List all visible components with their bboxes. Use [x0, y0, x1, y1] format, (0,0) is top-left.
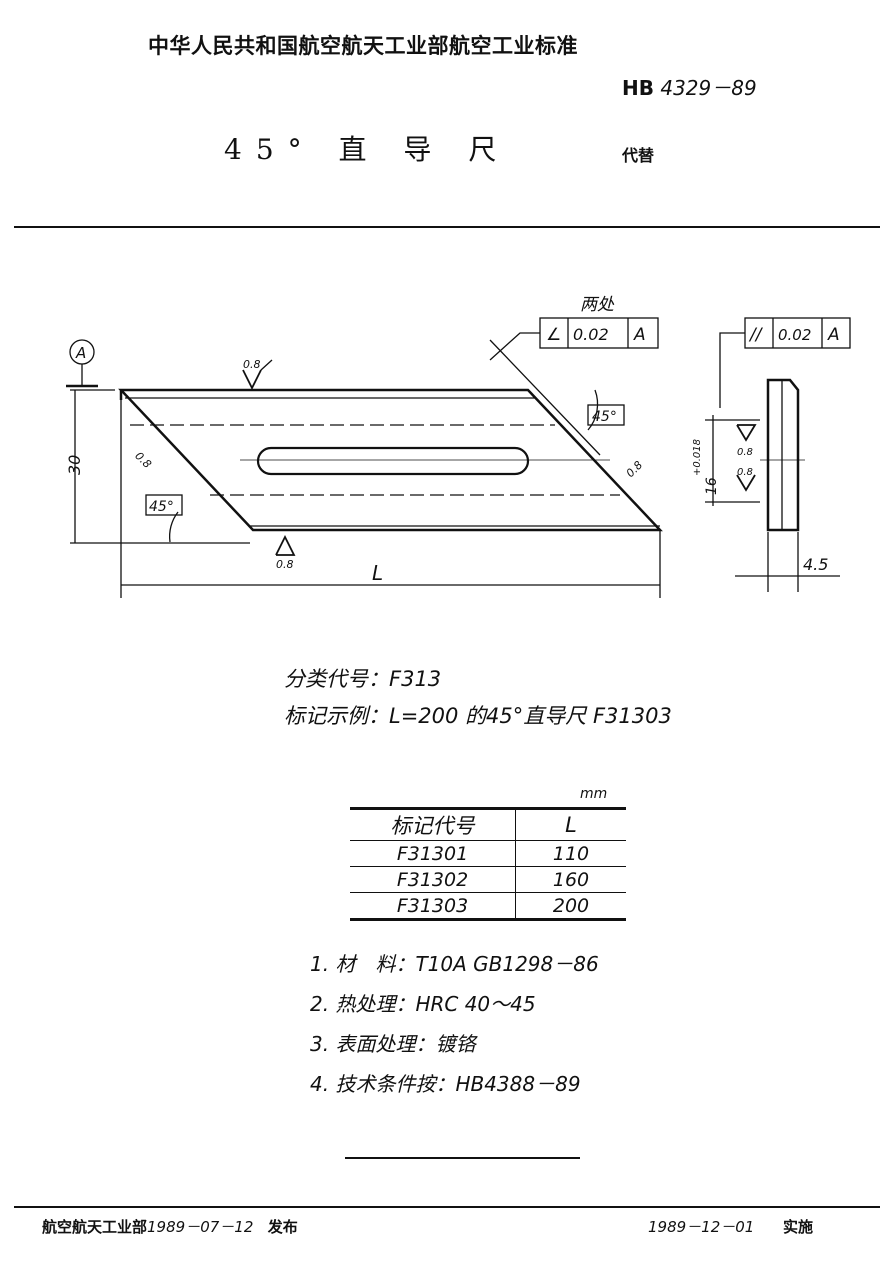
replaces-label: 代替	[622, 146, 655, 165]
issuer: 航空航天工业部	[42, 1218, 148, 1236]
roughness-right: 0.8	[624, 458, 646, 480]
roughness-bottom: 0.8	[276, 558, 294, 571]
document-title: 45° 直 导 尺	[224, 133, 511, 166]
width-dimension: 16	[704, 477, 720, 495]
organization-header: 中华人民共和国航空航天工业部航空工业标准	[148, 34, 578, 58]
drawing-line	[242, 369, 262, 391]
drawing-line	[260, 359, 273, 371]
thickness-dimension: 4.5	[803, 555, 828, 574]
standard-number: HB 4329－89	[622, 72, 757, 101]
parallelism-icon: //	[748, 325, 764, 345]
cell-code: F31301	[350, 840, 516, 867]
technical-drawing: A 30 L 两处 ∠ 0.02 A // 0.02 A 45° 45° 0.8…	[65, 295, 851, 598]
width-tol-upper: +0.018	[692, 439, 703, 476]
height-dimension: 30	[65, 455, 84, 475]
roughness-top: 0.8	[243, 358, 261, 371]
angle-label-right: 45°	[592, 409, 617, 425]
drawing-line	[719, 332, 745, 408]
angularity-icon: ∠	[546, 325, 561, 345]
drawing-line	[168, 511, 179, 543]
note-surface-treatment: 3. 表面处理：镀铬	[310, 1032, 476, 1056]
footer-rule	[14, 1206, 880, 1208]
note-heat-treatment: 2. 热处理：HRC 40～45	[310, 992, 536, 1016]
length-dimension: L	[372, 561, 383, 585]
header-rule	[14, 226, 880, 228]
example-label: 标记示例	[284, 704, 368, 728]
roughness-left: 0.8	[132, 449, 154, 471]
table-unit: mm	[580, 786, 608, 802]
cell-code: F31302	[350, 866, 516, 893]
note-technical-conditions: 4. 技术条件按：HB4388－89	[310, 1072, 581, 1096]
angularity-value: 0.02	[573, 325, 609, 344]
example-line: 标记示例：L=200 的45°直导尺 F31303	[284, 704, 672, 728]
datum-label: A	[75, 344, 86, 362]
parallelism-value: 0.02	[778, 326, 811, 344]
drawing-line	[145, 494, 183, 516]
header-code: 标记代号	[350, 807, 516, 841]
two-places-note: 两处	[580, 295, 615, 315]
cell-length: 200	[515, 892, 626, 921]
issue-date: 1989－07－12	[147, 1218, 254, 1236]
example-value: L=200 的45°直导尺 F31303	[389, 704, 672, 728]
side-view	[766, 378, 800, 532]
cell-length: 110	[515, 840, 626, 867]
angle-label-left: 45°	[149, 499, 174, 515]
effective-label: 实施	[782, 1218, 813, 1236]
slot	[256, 446, 530, 476]
footer-issue: 航空航天工业部1989－07－12 发布	[42, 1216, 298, 1237]
drawing-line	[587, 389, 599, 431]
classification-label: 分类代号	[284, 667, 368, 691]
drawing-line	[736, 474, 756, 492]
classification-line: 分类代号：F313	[284, 667, 442, 691]
classification-value: F313	[389, 667, 442, 691]
note-material: 1. 材 料：T10A GB1298－86	[310, 952, 599, 976]
parallelism-datum: A	[827, 325, 840, 345]
drawing-line	[587, 404, 625, 426]
end-rule	[345, 1157, 580, 1159]
issue-label: 发布	[267, 1218, 298, 1236]
drawing-line	[489, 332, 540, 361]
drawing-line	[736, 424, 757, 442]
cell-length: 160	[515, 866, 626, 893]
standard-prefix: HB	[622, 76, 654, 100]
drawing-line	[489, 339, 601, 456]
angularity-datum: A	[633, 325, 646, 345]
header-length: L	[515, 807, 626, 841]
roughness-side-1: 0.8	[737, 447, 753, 458]
drawing-line	[275, 534, 296, 556]
effective-date: 1989－12－01	[648, 1218, 755, 1236]
roughness-side-2: 0.8	[737, 467, 753, 478]
footer-effective: 1989－12－01 实施	[648, 1216, 813, 1237]
standard-number-value: 4329－89	[660, 76, 757, 100]
cell-code: F31303	[350, 892, 516, 921]
